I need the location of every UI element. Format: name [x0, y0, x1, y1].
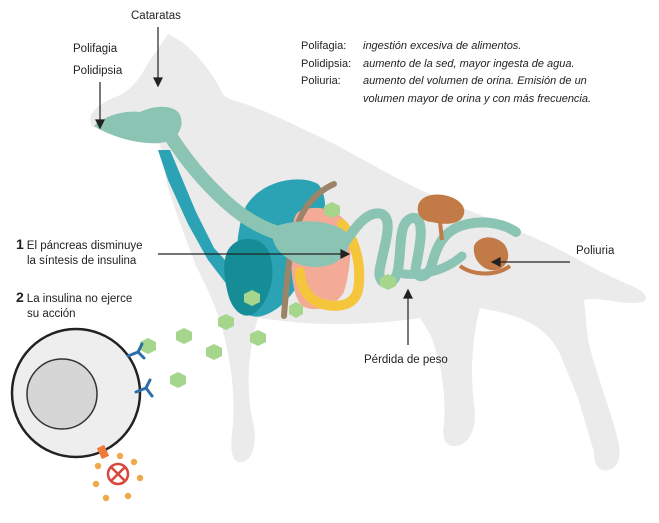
glossary-definition: aumento de la sed, mayor ingesta de agua…	[363, 57, 575, 70]
trachea	[158, 150, 236, 286]
step-1-line1: El páncreas disminuye	[26, 240, 143, 252]
arrowhead-peso	[403, 288, 413, 299]
label-perdida-peso: Pérdida de peso	[364, 354, 448, 366]
insulin-hexagon	[380, 274, 396, 290]
glossary-row-polifagia: Polifagia: ingestión excesiva de aliment…	[301, 38, 653, 56]
step-2-number: 2	[16, 289, 24, 305]
arrowhead-poliuria	[490, 257, 501, 267]
label-poliuria: Poliuria	[576, 245, 615, 257]
glucose-dots	[92, 452, 144, 502]
insulin-hexagon	[218, 314, 234, 330]
glossary-definition: ingestión excesiva de alimentos.	[363, 40, 522, 52]
arrowhead-pancreas	[340, 249, 351, 259]
glossary: Polifagia: ingestión excesiva de aliment…	[301, 38, 653, 108]
insulin-hexagon	[289, 302, 303, 318]
glossary-definition: aumento del volumen de orina. Emisión de…	[363, 75, 587, 87]
stomach	[272, 221, 349, 268]
step-1-number: 1	[16, 236, 24, 252]
glossary-row-poliuria: Poliuria: aumento del volumen de orina. …	[301, 73, 653, 91]
glossary-definition: volumen mayor de orina y con más frecuen…	[363, 92, 592, 105]
glossary-row-polidipsia: Polidipsia: aumento de la sed, mayor ing…	[301, 56, 653, 74]
label-polifagia: Polifagia	[73, 43, 118, 55]
insulin-hexagons	[140, 202, 396, 388]
insulin-hexagon	[170, 372, 186, 388]
insulin-hexagon	[244, 290, 260, 306]
intestine-lower	[399, 251, 467, 279]
glossary-term: Polifagia:	[301, 40, 347, 52]
pancreas	[295, 219, 365, 311]
kidney-upper	[417, 194, 465, 224]
cell-nucleus	[26, 358, 98, 430]
ureter-upper	[438, 221, 444, 241]
glossary-term: Poliuria:	[301, 75, 341, 87]
insulin-hexagon	[140, 338, 156, 354]
dog-silhouette	[90, 34, 647, 471]
insulin-hexagon	[250, 330, 266, 346]
heart	[224, 238, 273, 316]
glossary-term: Polidipsia:	[301, 57, 352, 70]
insulin-receptor	[134, 378, 154, 398]
esophagus	[161, 125, 297, 243]
insulin-hexagon	[176, 328, 192, 344]
label-cataratas: Cataratas	[131, 10, 181, 22]
bladder	[458, 264, 512, 276]
insulin-receptor	[126, 342, 146, 360]
step-2-line1: La insulina no ejerce	[26, 293, 133, 305]
label-polidipsia: Polidipsia	[73, 65, 123, 77]
insulin-hexagon	[324, 202, 340, 218]
glossary-row-poliuria-cont: volumen mayor de orina y con más frecuen…	[301, 91, 653, 109]
mouth-tongue	[94, 106, 182, 144]
intestine	[339, 208, 521, 289]
blocked-icon	[106, 462, 130, 486]
glucose-channel	[96, 444, 110, 460]
step-1-line2: la síntesis de insulina	[27, 255, 137, 267]
insulin-hexagon	[206, 344, 222, 360]
arrowhead-polidipsia	[95, 119, 105, 130]
arrowhead-cataratas	[153, 77, 163, 88]
step-2-line2: su acción	[27, 308, 76, 320]
